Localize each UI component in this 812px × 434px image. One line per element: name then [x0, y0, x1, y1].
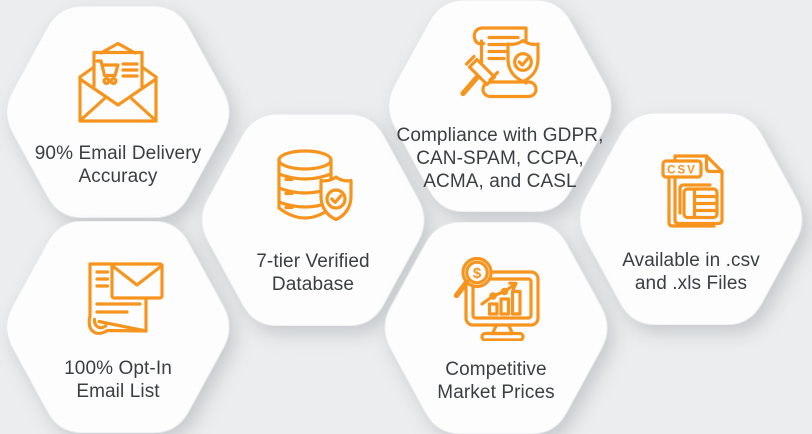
feature-card-opt-in-email-list: 100% Opt-In Email List	[1, 221, 235, 433]
hexagon-shape	[388, 0, 612, 212]
feature-label-line: Email List	[76, 380, 160, 402]
dollar-sign-text: $	[473, 265, 482, 282]
feature-label: 100% Opt-In Email List	[64, 357, 172, 403]
feature-label: 7-tier Verified Database	[256, 250, 369, 296]
feature-card-email-delivery-accuracy: 90% Email Delivery Accuracy	[1, 6, 235, 218]
hexagon-shape	[201, 114, 425, 326]
feature-label-line: Database	[271, 273, 355, 295]
hexagon-shape	[6, 6, 230, 218]
feature-label-line: Available in .csv	[622, 249, 760, 271]
feature-label-line: 90% Email Delivery	[34, 142, 202, 164]
feature-label: 90% Email Delivery Accuracy	[35, 142, 202, 188]
feature-label-line: Compliance with GDPR,	[396, 125, 604, 146]
csv-file-icon: CSV	[643, 144, 739, 232]
feature-label-line: Competitive	[445, 358, 547, 380]
monitor-chart-magnifier-icon: $	[448, 253, 544, 341]
feature-label-line: Market Prices	[437, 381, 555, 403]
scroll-gavel-shield-icon	[452, 19, 548, 107]
csv-label-text: CSV	[667, 164, 697, 176]
feature-label: Compliance with GDPR, CAN-SPAM, CCPA, AC…	[397, 124, 604, 193]
feature-label-line: 7-tier Verified	[256, 250, 370, 272]
feature-label: Available in .csv and .xls Files	[622, 249, 760, 295]
feature-label-line: CAN-SPAM, CCPA,	[416, 148, 584, 169]
feature-label-line: and .xls Files	[634, 272, 748, 294]
feature-label-line: 100% Opt-In	[64, 357, 172, 379]
database-shield-icon	[265, 145, 361, 233]
feature-card-compliance: Compliance with GDPR, CAN-SPAM, CCPA, AC…	[383, 0, 617, 212]
feature-card-file-formats: CSV Available in .csv and .xls Files	[574, 113, 808, 325]
feature-label-line: Accuracy	[78, 165, 158, 187]
feature-label-line: ACMA, and CASL	[423, 171, 577, 192]
hexagon-shape	[6, 221, 230, 433]
feature-card-verified-database: 7-tier Verified Database	[196, 114, 430, 326]
feature-label: Competitive Market Prices	[437, 358, 554, 404]
feature-card-market-prices: $ Competitive Market Prices	[379, 222, 613, 434]
document-envelope-icon	[70, 252, 166, 340]
envelope-cart-icon	[70, 37, 166, 125]
hexagon-shape	[579, 113, 803, 325]
